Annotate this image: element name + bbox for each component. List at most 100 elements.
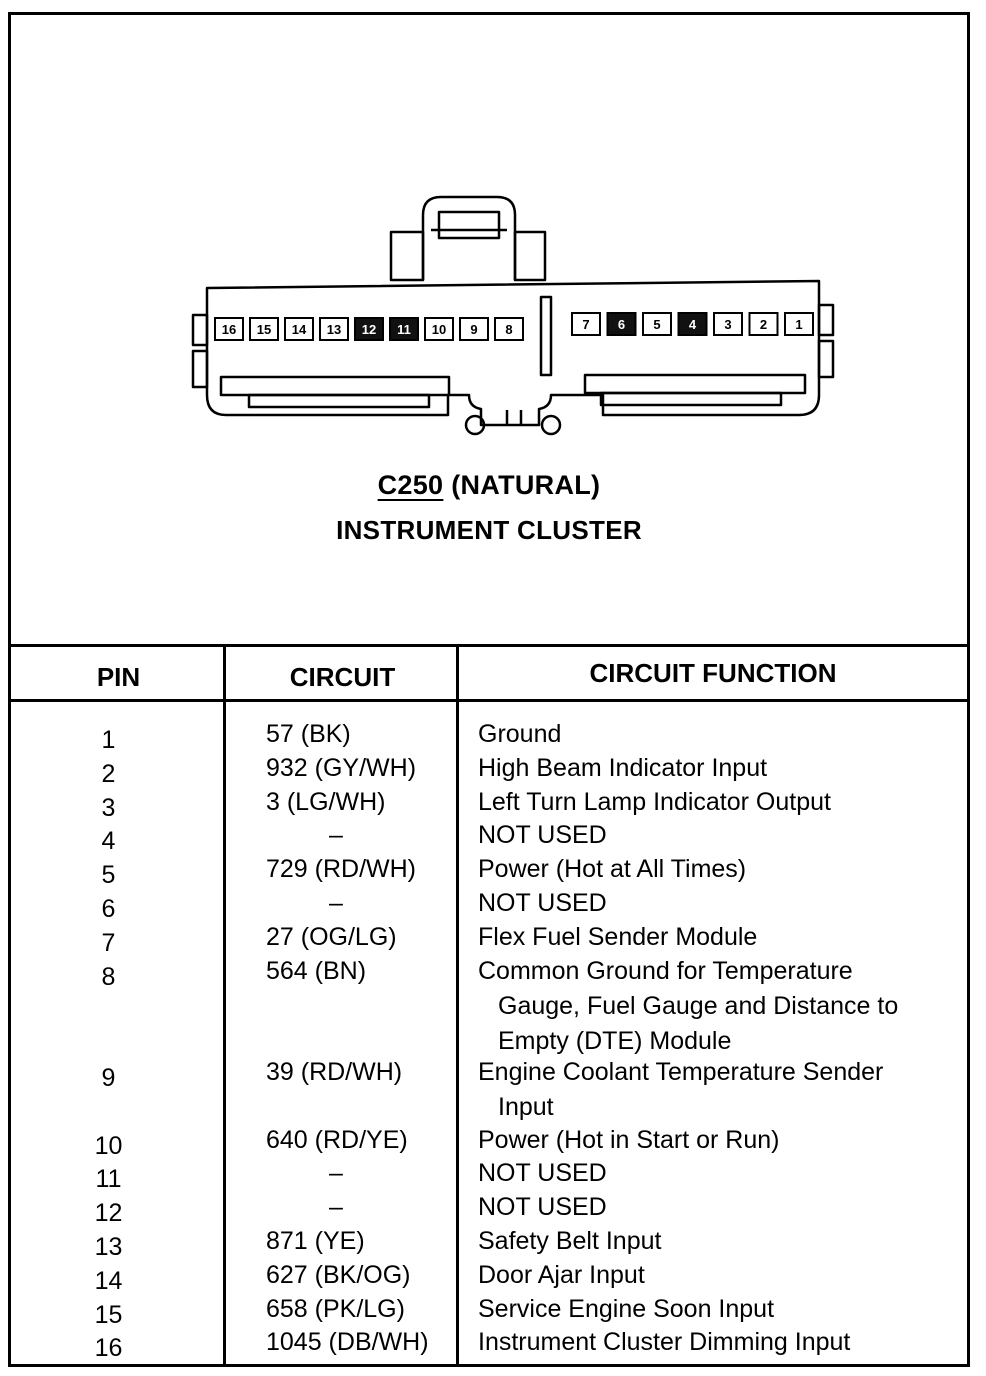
pin-12-label: 12 — [362, 322, 376, 337]
circuit-code: 39 (RD/WH) — [266, 1058, 403, 1086]
pin-10-cavity — [424, 317, 454, 341]
connector-latch — [421, 195, 517, 280]
pin-6-cavity — [606, 312, 637, 336]
circuit-function: Door Ajar Input — [478, 1261, 966, 1290]
pin-2-cavity — [748, 312, 779, 336]
circuit-code: 27 (OG/LG) — [266, 922, 397, 951]
circuit-code: – — [329, 889, 343, 917]
circuit-function: Instrument Cluster Dimming Input — [478, 1328, 966, 1357]
circuit-function: Safety Belt Input — [478, 1227, 966, 1256]
function-line: Flex Fuel Sender Module — [478, 922, 758, 951]
function-line: NOT USED — [478, 1193, 607, 1222]
circuit-code: 729 (RD/WH) — [266, 855, 417, 884]
function-line: High Beam Indicator Input — [478, 753, 768, 782]
pin-3-cavity — [713, 312, 743, 336]
function-line: NOT USED — [478, 821, 607, 850]
function-line: Door Ajar Input — [478, 1260, 645, 1289]
circuit-code: 871 (YE) — [266, 1227, 365, 1255]
circuit-code: 57 (BK) — [266, 720, 351, 748]
pin-number: 13 — [94, 1233, 123, 1261]
pin-4-label: 4 — [689, 317, 697, 332]
pin-4-cavity — [677, 312, 708, 336]
pin-number: 6 — [101, 895, 116, 923]
header-circuit: CIRCUIT — [289, 662, 396, 692]
circuit-function: Flex Fuel Sender Module — [478, 923, 966, 952]
pin-10-label: 10 — [432, 322, 446, 337]
pin-11-label: 11 — [397, 322, 411, 337]
pin-7-cavity — [571, 312, 601, 336]
circuit-code: 932 (GY/WH) — [266, 753, 417, 782]
pin-number: 11 — [95, 1165, 122, 1194]
side-tab-right-a — [817, 303, 835, 337]
circuit-code: – — [329, 1159, 343, 1188]
pin-2-label: 2 — [760, 317, 767, 332]
function-line-continued: Input — [498, 1093, 554, 1121]
latch-post-right — [513, 230, 547, 282]
column-divider — [456, 647, 459, 1364]
function-line: Power (Hot at All Times) — [478, 855, 747, 884]
function-line-continued: Empty (DTE) Module — [498, 1026, 732, 1055]
pin-number: 4 — [101, 827, 116, 856]
pin-number: 3 — [101, 793, 116, 822]
pin-13-cavity — [319, 317, 349, 341]
function-line: Left Turn Lamp Indicator Output — [478, 787, 831, 816]
pin-number: 14 — [94, 1266, 123, 1295]
pin-14-label: 14 — [292, 322, 307, 337]
circuit-function: Left Turn Lamp Indicator Output — [478, 788, 966, 817]
circuit-code: 1045 (DB/WH) — [266, 1328, 429, 1357]
circuit-function: NOT USED — [478, 1193, 966, 1222]
function-line: NOT USED — [478, 889, 607, 917]
pin-number: 9 — [101, 1064, 116, 1092]
pin-7-label: 7 — [582, 317, 589, 332]
latch-slot — [437, 210, 501, 240]
pin-9-cavity — [459, 317, 489, 341]
bottom-rail-left — [219, 375, 451, 397]
function-line: NOT USED — [478, 1159, 607, 1188]
connector-id: C250 — [377, 470, 444, 500]
pin-13-label: 13 — [327, 322, 341, 337]
pin-number: 10 — [94, 1131, 123, 1160]
pin-16-cavity — [214, 317, 244, 341]
table-header: PIN CIRCUIT CIRCUIT FUNCTION — [11, 647, 967, 702]
circuit-code: 640 (RD/YE) — [266, 1125, 408, 1154]
function-line: Engine Coolant Temperature Sender — [478, 1058, 884, 1086]
pin-5-cavity — [642, 312, 672, 336]
circuit-function: High Beam Indicator Input — [478, 754, 966, 783]
pin-number: 2 — [101, 759, 116, 788]
pin-number: 15 — [94, 1300, 123, 1329]
circuit-function: Ground — [478, 720, 966, 749]
circuit-function: NOT USED — [478, 1159, 966, 1188]
pin-1-cavity — [784, 312, 814, 336]
circuit-code: 627 (BK/OG) — [266, 1260, 411, 1289]
pin-number: 12 — [94, 1199, 123, 1228]
pin-5-label: 5 — [653, 317, 660, 332]
side-tab-left-b — [191, 349, 209, 389]
pin-11-cavity — [389, 317, 419, 341]
pin-number: 8 — [101, 962, 116, 991]
side-tab-right-b — [817, 339, 835, 379]
circuit-function: Power (Hot at All Times) — [478, 855, 966, 884]
pin-8-label: 8 — [505, 322, 512, 337]
pin-14-cavity — [284, 317, 314, 341]
circuit-code: – — [329, 1193, 343, 1222]
header-circuit-function: CIRCUIT FUNCTION — [589, 658, 837, 688]
center-divider — [539, 295, 553, 377]
pin-number: 5 — [101, 861, 116, 890]
function-line: Service Engine Soon Input — [478, 1294, 775, 1323]
circuit-function: NOT USED — [478, 821, 966, 850]
pin-12-cavity — [354, 317, 384, 341]
function-line: Ground — [478, 720, 562, 748]
function-line: Common Ground for Temperature — [478, 956, 853, 985]
mount-foot-right — [540, 414, 562, 436]
pin-number: 16 — [94, 1334, 123, 1363]
connector-color: (NATURAL) — [451, 470, 601, 500]
pin-number: 1 — [101, 726, 116, 754]
pin-15-cavity — [249, 317, 279, 341]
pin-number: 7 — [101, 928, 116, 957]
circuit-code: 564 (BN) — [266, 956, 367, 985]
connector-title: C250 (NATURAL) — [11, 470, 967, 501]
